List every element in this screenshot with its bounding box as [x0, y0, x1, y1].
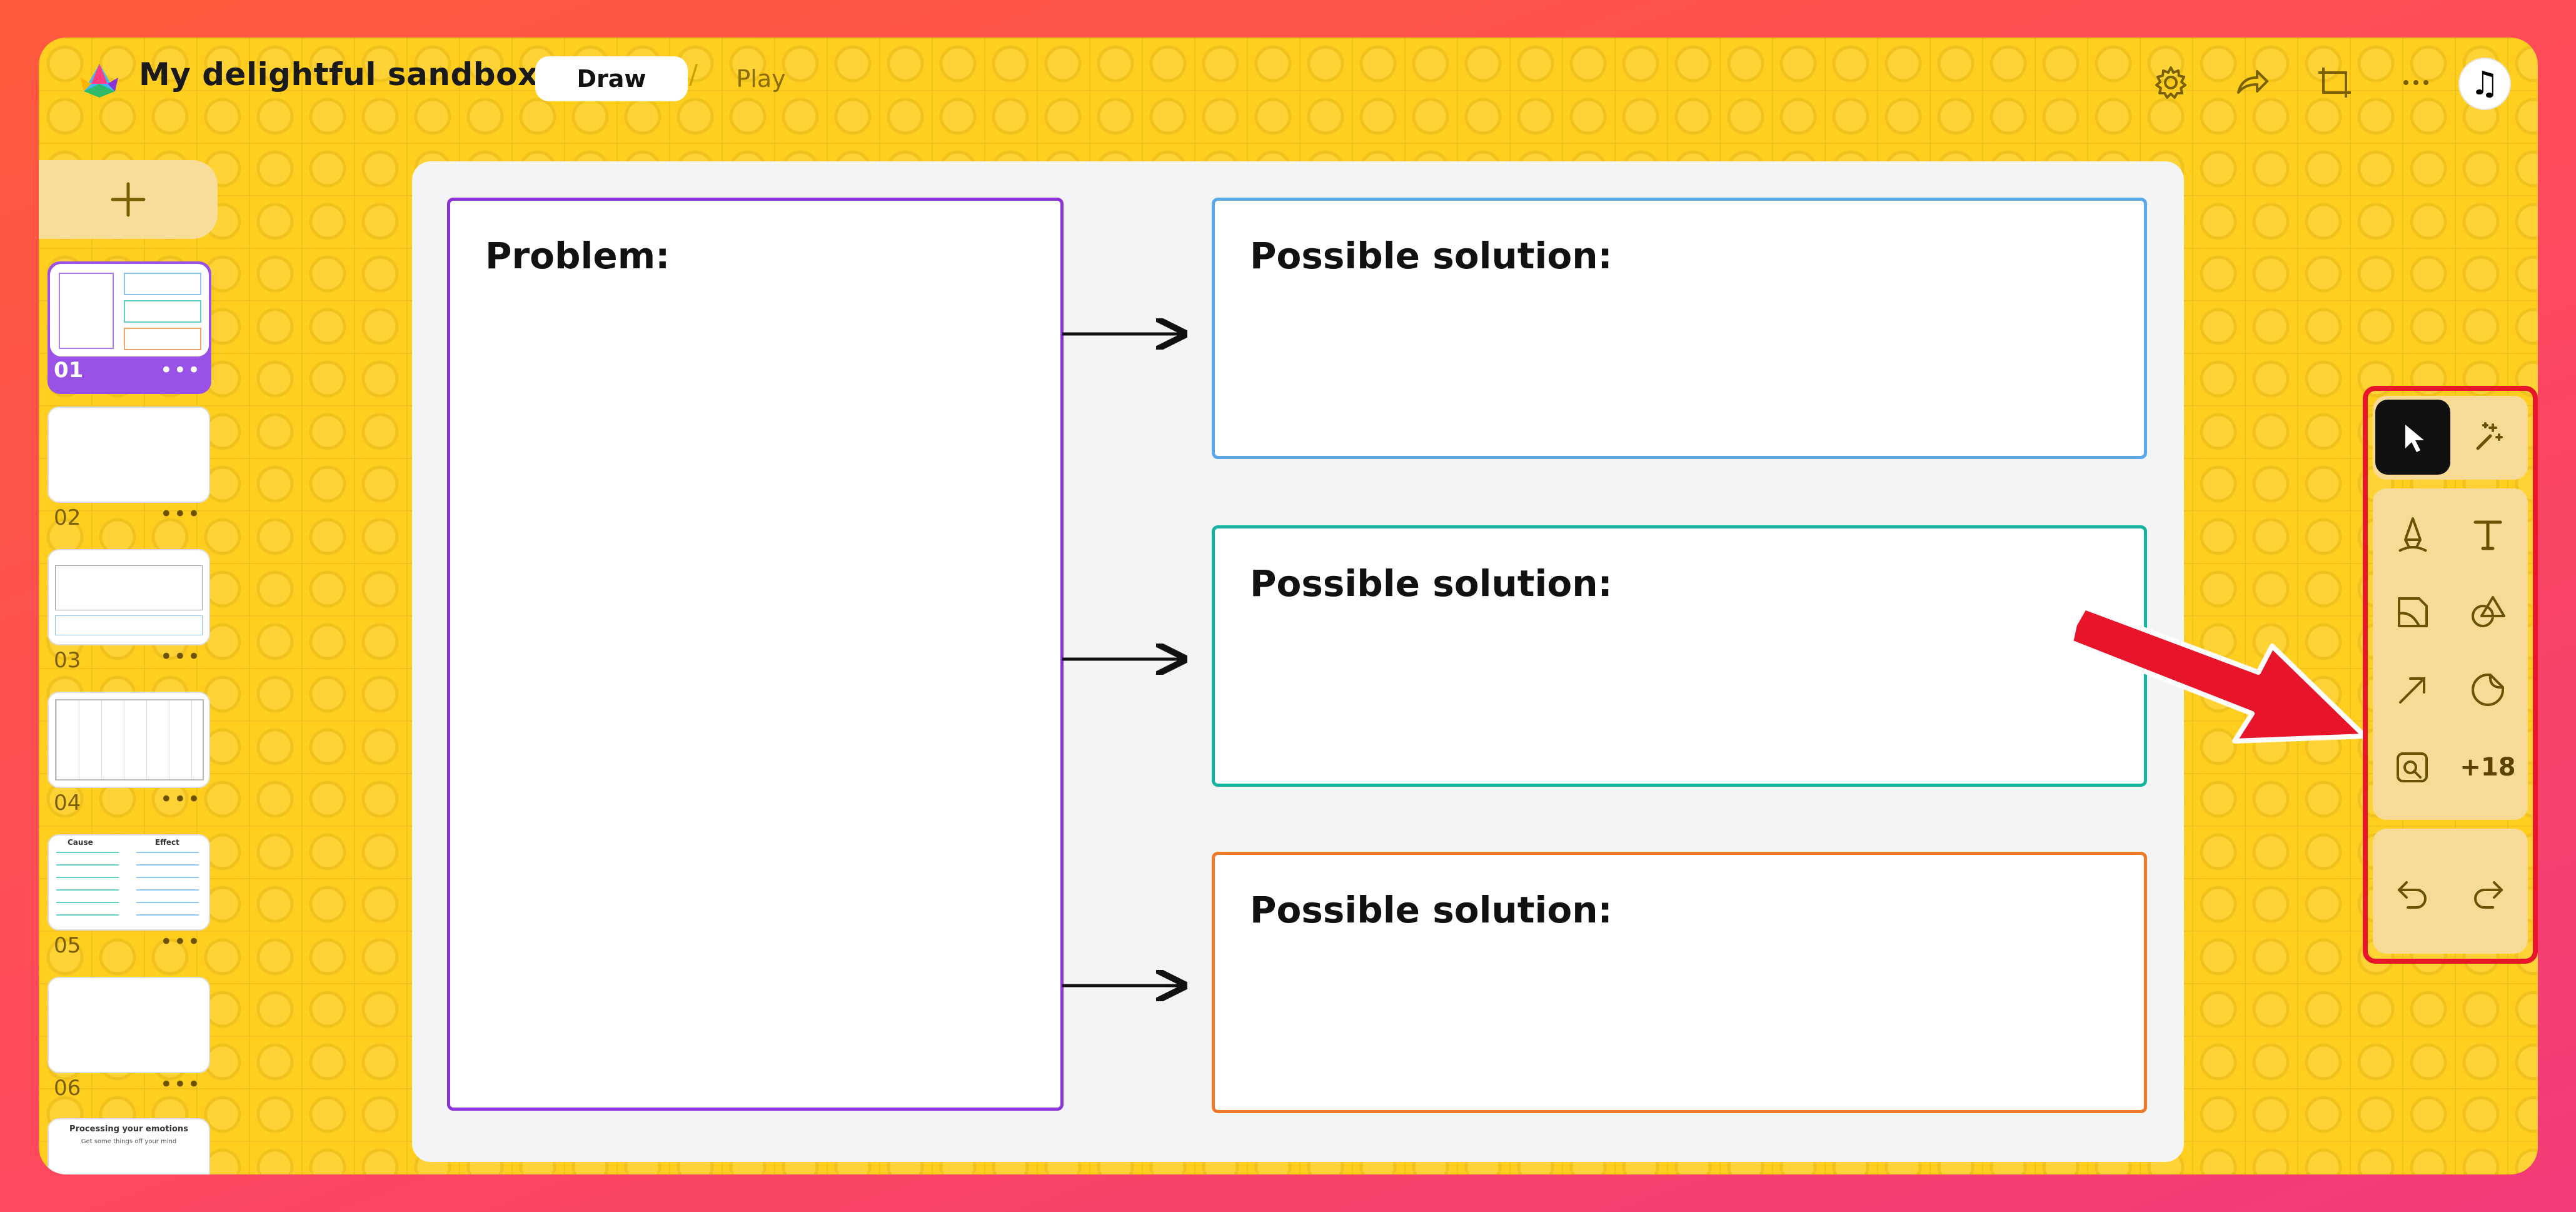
board-number: 01: [54, 358, 84, 383]
page-title: My delightful sandbox: [139, 56, 538, 93]
board-thumbnail-02[interactable]: 02 •••: [48, 407, 210, 530]
redo-icon: [2474, 881, 2503, 909]
select-tool-button[interactable]: [2375, 400, 2450, 475]
preview-title: Processing your emotions: [69, 1124, 188, 1134]
annotation-arrow-icon: [2071, 605, 2367, 744]
board-more-button[interactable]: •••: [159, 502, 201, 527]
mode-separator: /: [689, 59, 698, 89]
preview-cause-label: Cause: [68, 838, 93, 847]
preview-subtitle: Get some things off your mind: [81, 1138, 177, 1145]
solution-box-3[interactable]: Possible solution:: [1212, 852, 2147, 1113]
header-bar: My delightful sandbox Draw / Play ♫: [39, 38, 2538, 119]
board-canvas[interactable]: Problem: Possible solution: Possible sol…: [412, 161, 2184, 1162]
tool-group-history: [2373, 829, 2528, 954]
board-preview: [48, 549, 210, 645]
board-thumbnail-05[interactable]: Cause Effect 05 •••: [48, 834, 210, 958]
board-thumbnail-07[interactable]: Processing your emotions Get some things…: [48, 1118, 210, 1174]
gear-icon[interactable]: [2152, 64, 2190, 101]
sticky-note-tool-button[interactable]: [2375, 575, 2450, 650]
pen-tool-button[interactable]: [2375, 497, 2450, 572]
board-preview: [50, 264, 209, 356]
problem-box[interactable]: Problem:: [447, 198, 1064, 1111]
shapes-icon: [2472, 596, 2505, 627]
app-window: My delightful sandbox Draw / Play ♫: [39, 38, 2538, 1174]
tool-group-main: +18: [2373, 488, 2528, 820]
add-board-button[interactable]: [39, 160, 218, 239]
board-more-button[interactable]: •••: [159, 358, 201, 383]
shapes-tool-button[interactable]: [2450, 575, 2525, 650]
sticker-icon: [2472, 674, 2504, 706]
magic-tool-button[interactable]: [2450, 400, 2525, 475]
board-preview: Processing your emotions Get some things…: [48, 1118, 210, 1174]
arrow-tool-button[interactable]: [2375, 652, 2450, 727]
board-preview: [48, 407, 210, 503]
solution-box-2[interactable]: Possible solution:: [1212, 525, 2147, 787]
plus-icon: [111, 182, 146, 217]
solution-label: Possible solution:: [1250, 235, 1613, 277]
share-icon[interactable]: [2233, 64, 2271, 101]
play-mode-button[interactable]: Play: [736, 65, 786, 93]
board-more-button[interactable]: •••: [159, 644, 201, 669]
select-icon: [2405, 425, 2424, 452]
board-more-button[interactable]: •••: [159, 1072, 201, 1097]
board-thumbnail-03[interactable]: 03 •••: [48, 549, 210, 673]
board-number: 04: [54, 790, 81, 816]
more-icon[interactable]: [2397, 64, 2435, 101]
tool-palette: +18: [2363, 386, 2538, 964]
board-number: 03: [54, 648, 81, 673]
board-more-button[interactable]: •••: [159, 929, 201, 954]
redo-button[interactable]: [2450, 856, 2525, 931]
preview-effect-label: Effect: [155, 838, 179, 847]
problem-label: Problem:: [485, 235, 670, 277]
crop-icon[interactable]: [2316, 64, 2353, 101]
board-thumbnail-06[interactable]: 06 •••: [48, 977, 210, 1101]
text-tool-button[interactable]: [2450, 497, 2525, 572]
avatar[interactable]: ♫: [2458, 58, 2511, 110]
sticky-note-icon: [2398, 597, 2428, 627]
board-preview: Cause Effect: [48, 834, 210, 931]
undo-button[interactable]: [2375, 856, 2450, 931]
text-icon: [2473, 520, 2502, 550]
board-thumbnail-04[interactable]: 04 •••: [48, 692, 210, 816]
board-more-button[interactable]: •••: [159, 787, 201, 812]
board-number: 05: [54, 933, 81, 958]
draw-mode-button[interactable]: Draw: [535, 56, 688, 101]
image-search-icon: [2397, 752, 2428, 782]
solution-box-1[interactable]: Possible solution:: [1212, 198, 2147, 459]
logo-icon[interactable]: [78, 59, 121, 103]
image-tool-button[interactable]: [2375, 730, 2450, 805]
more-tools-count: +18: [2460, 753, 2516, 782]
board-preview: [48, 977, 210, 1073]
magic-icon: [2476, 422, 2503, 450]
solution-label: Possible solution:: [1250, 562, 1613, 605]
tool-group-top: [2373, 396, 2528, 480]
solution-label: Possible solution:: [1250, 889, 1613, 931]
arrow-icon: [2399, 677, 2425, 704]
undo-icon: [2398, 881, 2427, 909]
sticker-tool-button[interactable]: [2450, 652, 2525, 727]
connector-arrows: [1062, 318, 1187, 1006]
pen-icon: [2398, 517, 2427, 552]
board-number: 02: [54, 505, 81, 530]
more-tools-button[interactable]: +18: [2450, 730, 2525, 805]
board-preview: [48, 692, 210, 788]
board-number: 06: [54, 1076, 81, 1101]
